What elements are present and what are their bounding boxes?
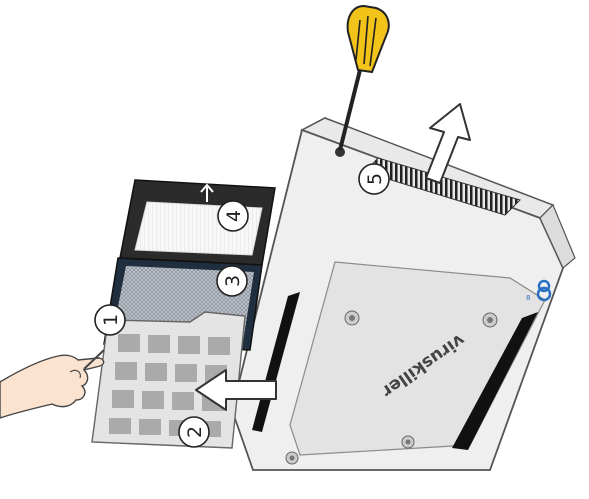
hand-icon [0, 350, 104, 418]
purifier-unit: viruskiller 8 [232, 118, 575, 470]
purifier-foot-center [290, 456, 295, 461]
step-callout-3: 3 [217, 266, 247, 296]
step-label-4: 4 [223, 210, 245, 222]
step-callout-2: 2 [179, 417, 209, 447]
step-label-3: 3 [222, 275, 244, 287]
step-callout-4: 4 [218, 201, 248, 231]
step-callout-1: 1 [95, 305, 125, 335]
step-label-2: 2 [184, 426, 206, 438]
purifier-foot-center [406, 440, 411, 445]
purifier-foot-center [487, 317, 493, 323]
screwdriver-icon [340, 6, 389, 150]
step-label-1: 1 [100, 314, 122, 326]
purifier-foot-center [349, 315, 355, 321]
step-label-5: 5 [364, 173, 386, 185]
brand-badge-text: 8 [526, 294, 530, 302]
step-callout-5: 5 [359, 164, 389, 194]
